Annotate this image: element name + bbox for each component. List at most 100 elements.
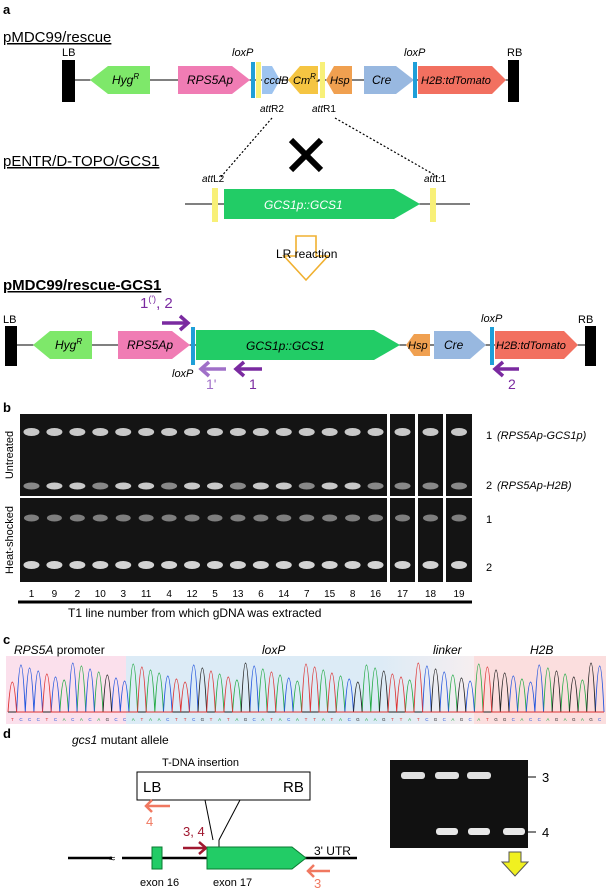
- gel-band: [46, 514, 62, 522]
- rb-label-3: RB: [578, 314, 593, 326]
- base-call: A: [235, 717, 238, 722]
- gel-band: [46, 561, 63, 569]
- row1-label: Untreated: [4, 431, 16, 479]
- base-call: A: [408, 717, 411, 722]
- band3-label: 3: [542, 770, 549, 785]
- gel-band: [275, 561, 292, 569]
- tdna-line-left: [204, 799, 214, 841]
- attr2-site: [256, 62, 261, 98]
- gel-band: [23, 561, 40, 569]
- band-4: [468, 828, 490, 835]
- gel-block: [446, 498, 472, 582]
- base-call: T: [11, 717, 14, 722]
- base-call: G: [572, 717, 576, 722]
- attr1-label: attR1: [312, 104, 336, 115]
- band1-desc: (RPS5Ap-GCS1p): [497, 430, 587, 442]
- gel-band: [206, 428, 223, 436]
- gel-block: [418, 498, 443, 582]
- cre-arrow-3: [434, 331, 486, 359]
- base-call: C: [114, 717, 118, 722]
- gel-band: [161, 482, 178, 490]
- gel-band: [252, 428, 269, 436]
- loxp-site-4: [490, 327, 494, 365]
- rps5a-arrow: [178, 66, 250, 94]
- gel-band: [321, 482, 338, 490]
- gel-band: [161, 561, 178, 569]
- gel-band: [275, 428, 292, 436]
- tdna-lb: LB: [143, 779, 161, 796]
- gel-band: [92, 514, 108, 522]
- hsp-arrow-3: [406, 334, 430, 356]
- base-call: A: [581, 717, 584, 722]
- base-call: G: [494, 717, 498, 722]
- base-call: C: [443, 717, 447, 722]
- lane-number: 17: [397, 589, 409, 600]
- base-call: C: [19, 717, 23, 722]
- base-call: A: [63, 717, 66, 722]
- gel-band: [206, 482, 223, 490]
- band-3: [435, 772, 459, 779]
- lane-number: 11: [141, 589, 152, 600]
- hyg-label: HygR: [112, 72, 139, 87]
- base-call: C: [37, 717, 41, 722]
- gel-band: [161, 428, 178, 436]
- gcs1-arrow-2: [224, 189, 420, 219]
- gel-band: [252, 482, 269, 490]
- construct3-title: pMDC99/rescue-GCS1: [3, 277, 161, 294]
- panel-b-label: b: [3, 400, 11, 415]
- gel-band: [451, 561, 467, 569]
- base-call: A: [451, 717, 454, 722]
- primer-4-arrow: [144, 799, 170, 813]
- gel-band: [298, 482, 315, 490]
- lane-number: 5: [212, 589, 218, 600]
- base-call: T: [184, 717, 187, 722]
- attl1-label: attL1: [424, 174, 447, 185]
- cre-label: Cre: [372, 73, 392, 87]
- base-call: T: [400, 717, 403, 722]
- base-call: A: [365, 717, 368, 722]
- linker-label: linker: [433, 643, 463, 657]
- lane-number: 19: [453, 589, 465, 600]
- primer-1-label: 1: [249, 376, 257, 392]
- cre-arrow: [364, 66, 414, 94]
- gel-band: [299, 514, 315, 522]
- rps5a-arrow-3: [118, 331, 190, 359]
- gel-band: [344, 482, 361, 490]
- hsp-label-3: Hsp: [408, 340, 428, 352]
- hsp-label: Hsp: [330, 75, 350, 87]
- base-call: A: [261, 717, 264, 722]
- gel-band: [138, 428, 155, 436]
- base-call: A: [279, 717, 282, 722]
- base-call: A: [339, 717, 342, 722]
- base-call: C: [348, 717, 352, 722]
- primer-3-label: 3: [314, 876, 321, 890]
- base-call: C: [192, 717, 196, 722]
- gel-band: [321, 428, 338, 436]
- chromatogram-traces: [7, 662, 605, 713]
- exon-17-label: exon 17: [213, 877, 252, 889]
- connector-right: [334, 117, 441, 179]
- gel-band: [184, 561, 201, 569]
- primer-2-label: 2: [508, 376, 516, 392]
- hyg-arrow: [90, 66, 150, 94]
- attl2-label: attL2: [202, 174, 225, 185]
- lb-border-3: [5, 326, 17, 366]
- base-call: T: [270, 717, 273, 722]
- base-call: C: [598, 717, 602, 722]
- lb-label-3: LB: [3, 314, 16, 326]
- base-call: T: [391, 717, 394, 722]
- construct2-title: pENTR/D-TOPO/GCS1: [3, 153, 159, 170]
- base-call: C: [253, 717, 257, 722]
- band2-desc: (RPS5Ap-H2B): [497, 480, 572, 492]
- base-call: A: [546, 717, 549, 722]
- base-call: G: [106, 717, 110, 722]
- gel-band: [206, 561, 223, 569]
- gel-band: [230, 514, 246, 522]
- gel-band: [368, 514, 384, 522]
- base-call: A: [97, 717, 100, 722]
- band2-label: 2: [486, 480, 492, 492]
- promoter-label: RPS5A promoter: [14, 643, 105, 657]
- xlabel: T1 line number from which gDNA was extra…: [68, 606, 321, 620]
